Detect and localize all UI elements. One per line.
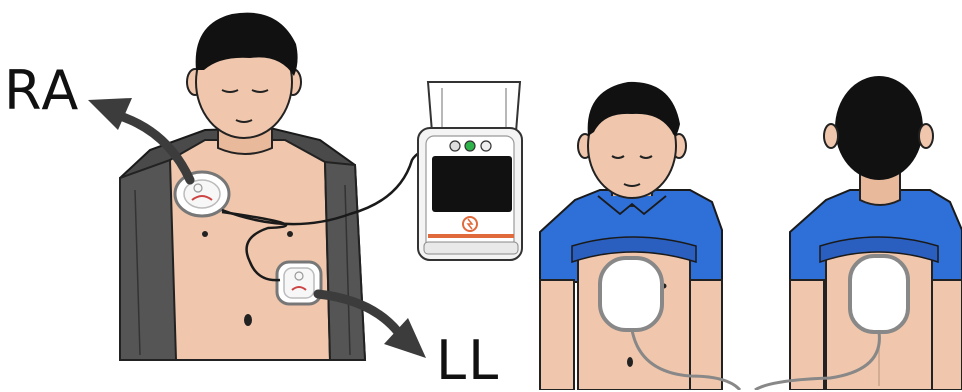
patient-figure-back-shirt [755, 76, 962, 390]
electrode-pad-front [600, 258, 662, 330]
electrode-pad-ra [175, 172, 229, 216]
electrode-pad-ll [277, 262, 321, 304]
defibrillator-device-icon [418, 82, 522, 260]
patient-figure-front-shirt [540, 82, 740, 390]
label-ll: LL [436, 334, 500, 388]
patient-figure-front-jacket [120, 13, 365, 360]
electrode-pad-back [850, 256, 908, 332]
jacket-lapel-left [120, 160, 176, 360]
label-ra: RA [4, 64, 80, 118]
